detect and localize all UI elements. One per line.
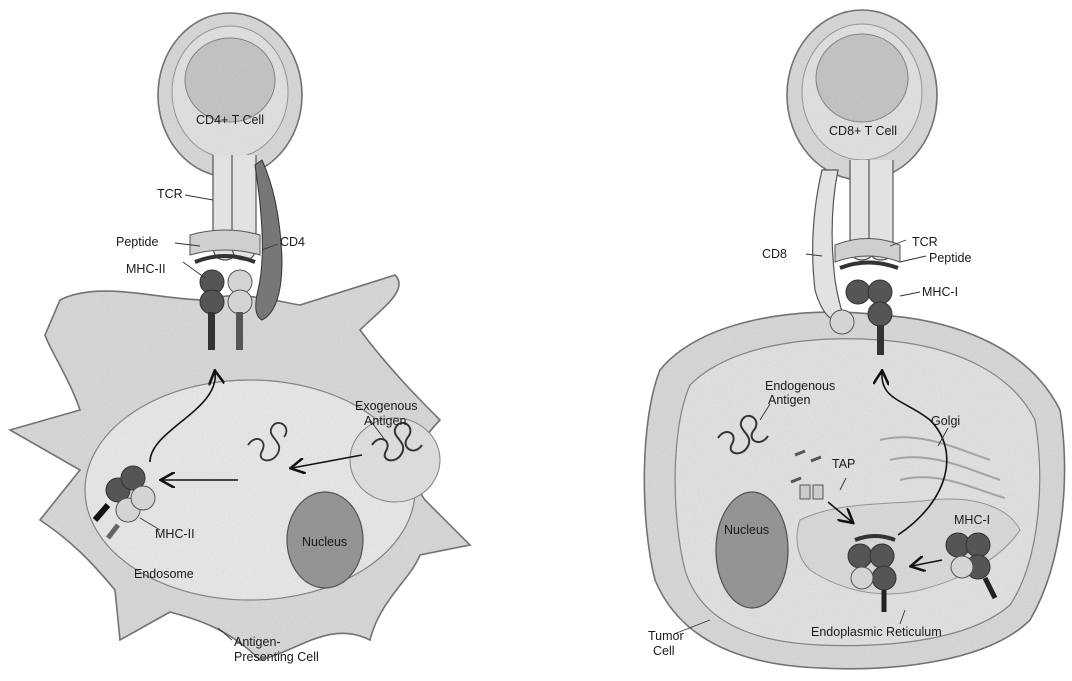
exogenous-antigen-label-2: Antigen — [364, 414, 406, 428]
endogenous-antigen-label-1: Endogenous — [765, 379, 835, 393]
cd4-label: CD4 — [280, 235, 305, 249]
endosome-label: Endosome — [134, 567, 194, 581]
left-mhc-inner-label: MHC-II — [155, 527, 195, 541]
endogenous-antigen-label-2: Antigen — [768, 393, 810, 407]
tumor-cell-label-1: Tumor — [648, 629, 684, 643]
cd8-label: CD8 — [762, 247, 787, 261]
exogenous-antigen-label-1: Exogenous — [355, 399, 418, 413]
left-nucleus-label: Nucleus — [302, 535, 347, 549]
right-nucleus — [716, 492, 788, 608]
tumor-cell — [644, 312, 1064, 669]
cd8-t-cell-label: CD8+ T Cell — [829, 124, 897, 138]
apc-label-1: Antigen- — [234, 635, 281, 649]
tumor-cell-label-2: Cell — [653, 644, 675, 658]
tap-label: TAP — [832, 457, 855, 471]
right-nucleus-label: Nucleus — [724, 523, 769, 537]
right-mhc-inner-label: MHC-I — [954, 513, 990, 527]
left-peptide-label: Peptide — [116, 235, 158, 249]
cd4-t-cell — [158, 13, 302, 177]
right-peptide-label: Peptide — [929, 251, 971, 265]
left-panel: CD4+ T Cell TCR Peptide CD4 MHC-II Exoge… — [10, 13, 470, 664]
left-tcr-label: TCR — [157, 187, 183, 201]
golgi-label: Golgi — [931, 414, 960, 428]
left-mhc-top-label: MHC-II — [126, 262, 166, 276]
right-panel: CD8+ T Cell TCR CD8 Peptide MHC-I Endoge… — [644, 10, 1064, 669]
er-label: Endoplasmic Reticulum — [811, 625, 942, 639]
cd4-t-cell-label: CD4+ T Cell — [196, 113, 264, 127]
right-mhc-top-label: MHC-I — [922, 285, 958, 299]
right-tcr-label: TCR — [912, 235, 938, 249]
cd8-t-cell — [787, 10, 937, 180]
apc-label-2: Presenting Cell — [234, 650, 319, 664]
